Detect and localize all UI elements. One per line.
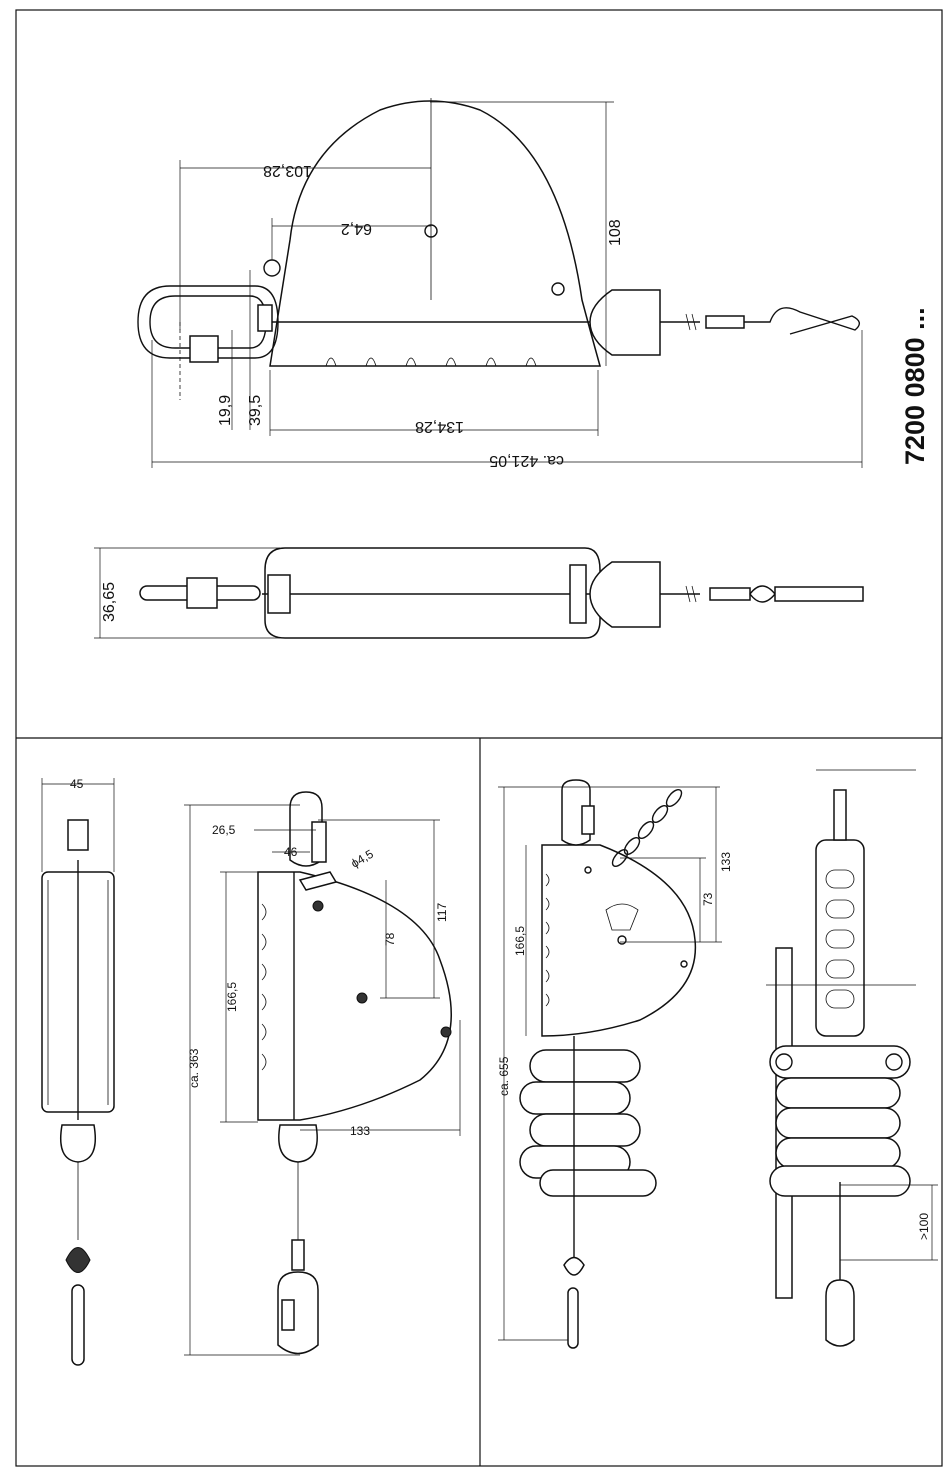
dim-78: 78 (383, 932, 397, 946)
dim-26: 26,5 (212, 823, 236, 837)
snap-hook (744, 308, 859, 334)
ear-lug (264, 260, 280, 276)
dim-73: 73 (701, 892, 715, 906)
dim-phi: ϕ4,5 (349, 847, 377, 871)
plan-view: 36,65 (94, 548, 863, 638)
dim-363: ca. 363 (187, 1048, 201, 1088)
dim-36: 36,65 (101, 582, 118, 622)
dim-655: ca. 655 (497, 1056, 511, 1096)
dim-64: 64,2 (341, 220, 372, 237)
dim-133-left: 133 (350, 1124, 370, 1138)
dim-117: 117 (435, 903, 449, 922)
dim-45: 45 (70, 777, 84, 791)
shackle-lock (190, 336, 218, 362)
cable-stopper (590, 290, 660, 355)
part-number: 7200 0800 ... (900, 307, 930, 465)
dim-46: 46 (284, 845, 298, 859)
dim-103: 103,28 (263, 162, 312, 179)
installation-views-right: 133 73 166,5 ca. 655 >100 (497, 770, 938, 1348)
dim-39: 39,5 (247, 395, 264, 426)
spiral-hose (520, 1050, 656, 1196)
top-view: 103,28 64,2 108 19,9 39,5 134,28 ca. 421… (138, 98, 862, 469)
dim-133-right: 133 (719, 852, 733, 872)
front-view-left: 45 (42, 777, 460, 1365)
dim-108: 108 (607, 219, 624, 246)
dim-100: >100 (917, 1213, 931, 1240)
dim-166-right: 166,5 (513, 926, 527, 956)
dim-134: 134,28 (415, 418, 464, 435)
dim-166: 166,5 (225, 982, 239, 1012)
dim-421: ca. 421,05 (489, 452, 564, 469)
dim-19: 19,9 (217, 395, 234, 426)
